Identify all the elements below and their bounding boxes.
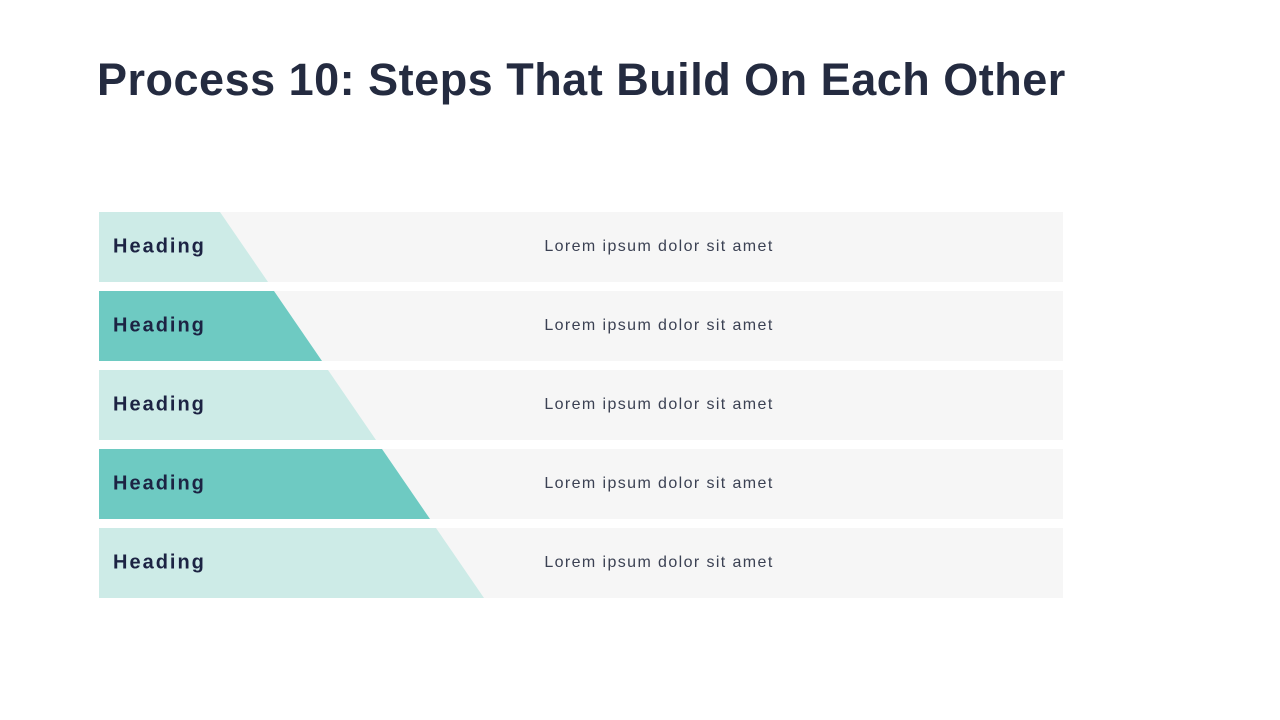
step-heading: Heading [113,393,206,416]
step-body-text: Lorem ipsum dolor sit amet [544,396,774,413]
process-step-row-3: Heading Lorem ipsum dolor sit amet [99,370,1063,440]
process-step-row-5: Heading Lorem ipsum dolor sit amet [99,528,1063,598]
step-trapezoid-shape [99,528,484,598]
step-heading: Heading [113,551,206,574]
step-body-text: Lorem ipsum dolor sit amet [544,554,774,571]
process-step-row-4: Heading Lorem ipsum dolor sit amet [99,449,1063,519]
step-trapezoid-shape [99,370,376,440]
step-heading: Heading [113,314,206,337]
process-steps-list: Heading Lorem ipsum dolor sit amet Headi… [99,212,1063,607]
step-heading: Heading [113,235,206,258]
step-body-text: Lorem ipsum dolor sit amet [544,475,774,492]
process-step-row-2: Heading Lorem ipsum dolor sit amet [99,291,1063,361]
process-step-row-1: Heading Lorem ipsum dolor sit amet [99,212,1063,282]
slide-title: Process 10: Steps That Build On Each Oth… [97,54,1066,105]
step-heading: Heading [113,472,206,495]
step-trapezoid-shape [99,449,430,519]
step-body-text: Lorem ipsum dolor sit amet [544,317,774,334]
step-body-text: Lorem ipsum dolor sit amet [544,238,774,255]
